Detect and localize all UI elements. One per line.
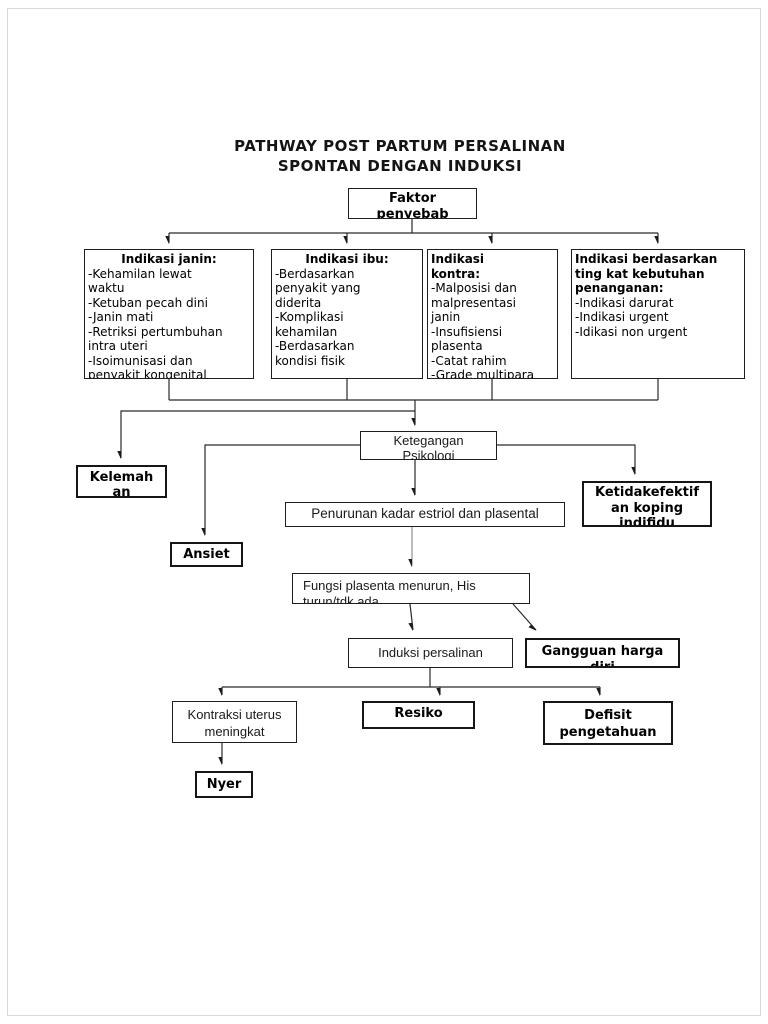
connector-kelemahan-branch <box>121 410 415 458</box>
connector-arrow-induksi <box>410 603 414 630</box>
kelemahan-line2-clipped: an <box>112 485 131 498</box>
kelemahan-line1: Kelemah <box>89 470 154 485</box>
connector-ansiet-branch <box>205 444 360 535</box>
node-fungsi-plasenta: Fungsi plasenta menurun, His turun/tdk a… <box>292 573 530 604</box>
connector-arrow-gangguan <box>512 603 536 630</box>
indikasi-janin-title: Indikasi janin: <box>121 252 217 266</box>
page-title-line1: PATHWAY POST PARTUM PERSALINAN <box>234 137 566 155</box>
node-gangguan-harga-diri: Gangguan harga diri <box>525 638 680 668</box>
node-kontraksi-uterus: Kontraksi uterus meningkat <box>172 701 297 743</box>
node-nyeri: Nyer <box>195 771 253 798</box>
defisit-line1: Defisit <box>584 708 632 723</box>
gangguan-line2-clipped: diri <box>590 660 615 668</box>
node-induksi-persalinan: Induksi persalinan <box>348 638 513 668</box>
node-faktor-line2-clipped: penyebab <box>376 207 449 219</box>
connector-koping-branch <box>497 444 636 474</box>
node-defisit-pengetahuan: Defisit pengetahuan <box>543 701 673 745</box>
gangguan-line1: Gangguan harga <box>541 644 664 659</box>
node-ansietas: Ansiet <box>170 542 243 567</box>
node-ketegangan-psikologi: Ketegangan Psikologi <box>360 431 497 460</box>
resiko-line1: Resiko <box>394 706 443 721</box>
ketegangan-line2-clipped: Psikologi <box>402 447 455 460</box>
node-penurunan-estriol: Penurunan kadar estriol dan plasental <box>285 502 565 527</box>
indikasi-ibu-title: Indikasi ibu: <box>305 252 389 266</box>
kontraksi-line1: Kontraksi uterus <box>187 707 282 722</box>
ketegangan-line1: Ketegangan <box>393 433 464 448</box>
kontraksi-line2: meningkat <box>204 724 265 739</box>
page-title-line2: SPONTAN DENGAN INDUKSI <box>277 157 523 175</box>
node-ketidakefektifan-koping: Ketidakefektif an koping indifidu <box>582 481 712 527</box>
indikasi-tingkat-items: -Indikasi darurat-Indikasi urgent-Idikas… <box>575 295 688 339</box>
node-faktor-line1: Faktor <box>388 191 437 206</box>
defisit-line2: pengetahuan <box>559 725 657 740</box>
koping-line1: Ketidakefektif <box>595 485 699 500</box>
page-title: PATHWAY POST PARTUM PERSALINAN SPONTAN D… <box>32 136 768 176</box>
fungsi-line1: Fungsi plasenta menurun, His <box>303 578 476 593</box>
fungsi-line2-clipped: turun/tdk ada <box>303 594 379 604</box>
koping-line2: an koping <box>610 500 684 516</box>
nyeri-line1: Nyer <box>206 777 242 792</box>
node-faktor-penyebab: Faktor penyebab <box>348 188 477 219</box>
koping-line3-clipped: indifidu <box>619 516 675 527</box>
node-kelemahan: Kelemah an <box>76 465 167 498</box>
ansietas-line1: Ansiet <box>183 547 230 562</box>
node-resiko: Resiko <box>362 701 475 729</box>
induksi-line1: Induksi persalinan <box>378 645 483 660</box>
penurunan-line1: Penurunan kadar estriol dan plasental <box>311 506 539 521</box>
